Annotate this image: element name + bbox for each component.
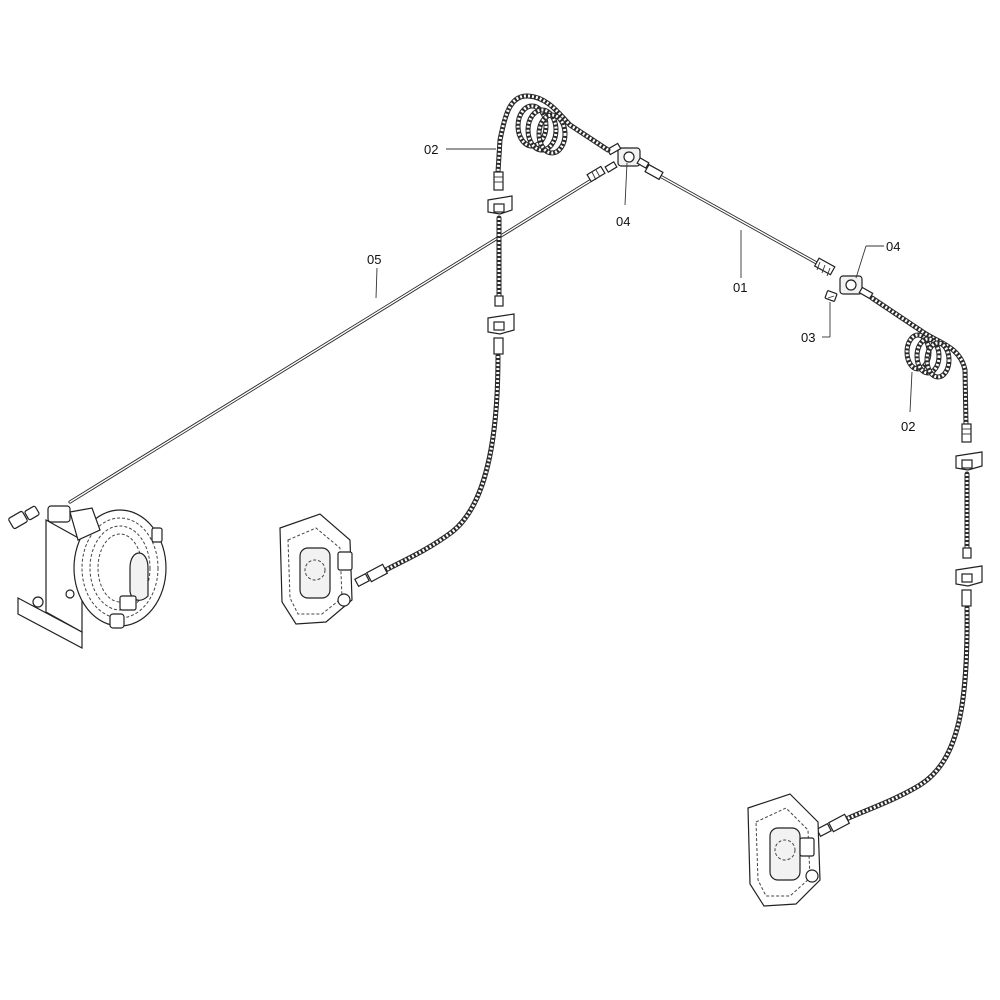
callout-02-left: 02 — [424, 142, 496, 157]
pipe-05-nut — [604, 161, 618, 173]
mounting-bracket-right-upper — [955, 451, 983, 471]
mounting-bracket-right-lower — [955, 565, 983, 587]
callout-04-left: 04 — [616, 162, 630, 229]
callout-02-right: 02 — [901, 371, 915, 434]
pipe-05-fitting-top — [586, 165, 606, 183]
coiled-hose-left — [487, 93, 611, 215]
callout-label: 02 — [424, 142, 438, 157]
hose-left-upper-run — [487, 215, 515, 355]
tee-fitting-left — [606, 142, 650, 169]
hose-end-fitting — [493, 171, 504, 191]
mounting-plate — [17, 518, 83, 649]
brake-caliper-left — [279, 513, 353, 625]
brake-caliper-right — [747, 793, 821, 907]
mounting-bracket-left-lower — [487, 313, 515, 335]
pipe-05 — [68, 161, 618, 504]
callout-03: 03 — [801, 302, 831, 345]
master-cylinder — [8, 505, 167, 649]
callout-label: 02 — [901, 419, 915, 434]
tee-fitting-right — [839, 275, 874, 300]
caliper-hose-right — [816, 605, 970, 838]
coil-left — [515, 103, 568, 156]
callout-01: 01 — [733, 230, 747, 295]
booster-housing — [73, 509, 167, 629]
hose-right-upper-run — [955, 471, 983, 607]
callout-label: 01 — [733, 280, 747, 295]
coiled-hose-right — [869, 295, 983, 471]
pipe-01 — [644, 163, 836, 277]
callout-04-right: 04 — [855, 239, 900, 279]
coil-right — [904, 332, 952, 380]
callout-label: 05 — [367, 252, 381, 267]
bleed-plug — [824, 290, 838, 302]
reservoir-fittings — [8, 505, 101, 541]
callout-label: 04 — [886, 239, 900, 254]
pipe-01-fitting-left — [644, 163, 664, 181]
caliper-hose-left — [354, 353, 501, 588]
callout-label: 03 — [801, 330, 815, 345]
callout-label: 04 — [616, 214, 630, 229]
callout-05: 05 — [367, 252, 381, 299]
mounting-bracket-left-upper — [487, 195, 513, 215]
